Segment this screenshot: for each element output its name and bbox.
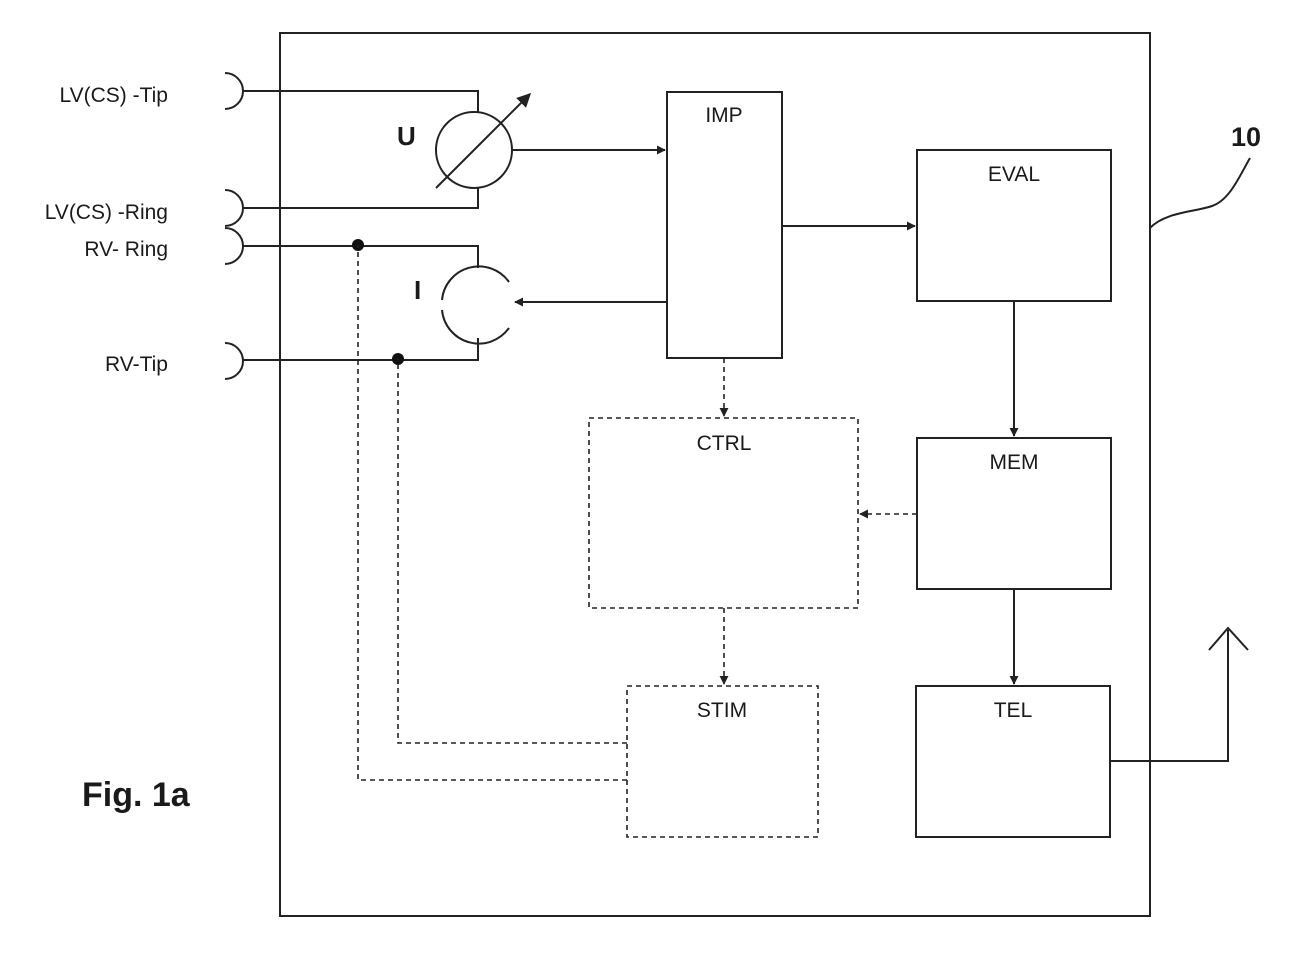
current-symbol-label: I — [414, 275, 421, 305]
block-label-ctrl: CTRL — [697, 432, 752, 455]
reference-leader — [1150, 158, 1250, 228]
current-source-icon — [442, 266, 509, 300]
terminal-socket-rv-tip — [225, 343, 243, 379]
terminal-label-lv-tip: LV(CS) -Tip — [59, 84, 168, 107]
terminal-socket-rv-ring — [225, 228, 243, 264]
terminal-label-lv-ring: LV(CS) -Ring — [45, 201, 168, 224]
figure-label: Fig. 1a — [82, 776, 191, 814]
block-imp — [667, 92, 782, 358]
reference-numeral: 10 — [1231, 122, 1261, 152]
block-label-imp: IMP — [705, 104, 742, 127]
wire-rv-tip — [243, 338, 478, 360]
terminal-label-rv-ring: RV- Ring — [84, 238, 168, 261]
block-label-eval: EVAL — [988, 163, 1040, 186]
terminal-socket-lv-tip — [225, 73, 243, 109]
current-source-icon-lower — [442, 310, 509, 344]
block-label-mem: MEM — [990, 451, 1039, 474]
block-label-stim: STIM — [697, 699, 747, 722]
block-label-tel: TEL — [994, 699, 1033, 722]
terminal-socket-lv-ring — [225, 190, 243, 226]
wire-lv-ring — [243, 187, 478, 208]
variable-arrow-icon — [436, 94, 530, 188]
wire-lv-tip — [243, 91, 478, 113]
voltage-symbol-label: U — [397, 121, 416, 151]
terminal-label-rv-tip: RV-Tip — [105, 353, 168, 376]
